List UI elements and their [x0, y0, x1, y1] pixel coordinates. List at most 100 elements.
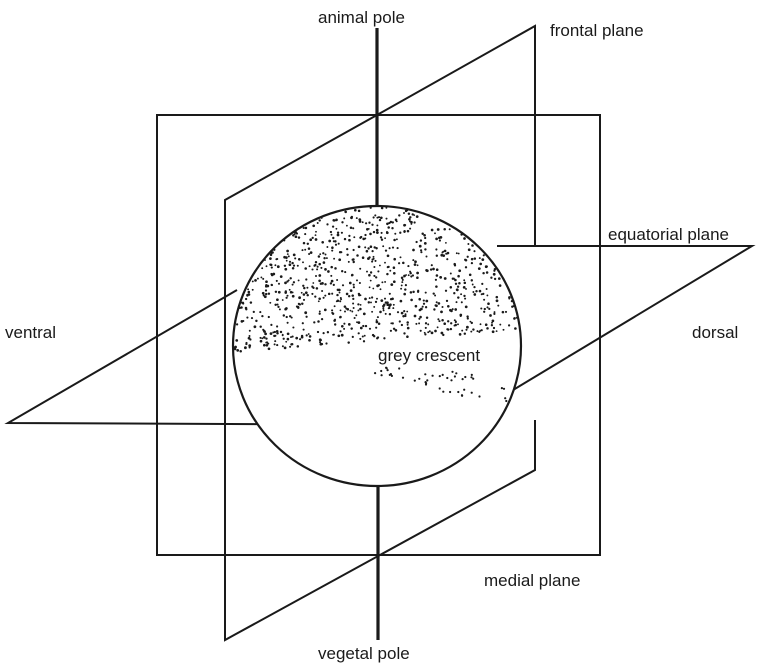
stipple-dot	[297, 265, 299, 267]
stipple-dot	[415, 241, 417, 243]
stipple-dot	[289, 263, 292, 266]
stipple-dot	[248, 291, 251, 294]
stipple-dot	[245, 307, 248, 310]
stipple-dot	[303, 299, 305, 301]
stipple-dot	[490, 277, 492, 279]
stipple-dot	[306, 294, 308, 296]
stipple-dot	[259, 311, 261, 313]
stipple-dot	[483, 311, 485, 313]
stipple-dot	[354, 317, 356, 319]
stipple-dot	[415, 305, 418, 308]
stipple-dot	[492, 330, 495, 333]
stipple-dot	[282, 334, 284, 336]
stipple-dot	[344, 238, 346, 240]
stipple-dot	[372, 250, 374, 252]
stipple-dot	[325, 254, 327, 256]
stipple-dot	[332, 313, 334, 315]
grey-crescent-dot	[439, 375, 441, 377]
stipple-dot	[401, 277, 404, 280]
stipple-dot	[437, 228, 440, 231]
stipple-dot	[352, 302, 354, 304]
stipple-dot	[285, 341, 287, 343]
stipple-dot	[247, 288, 249, 290]
stipple-dot	[303, 242, 306, 245]
grey-crescent-dot	[432, 375, 434, 377]
stipple-dot	[334, 220, 336, 222]
stipple-dot	[440, 254, 443, 257]
stipple-dot	[494, 268, 496, 270]
stipple-dot	[286, 260, 288, 262]
stipple-dot	[260, 276, 262, 278]
stipple-dot	[438, 302, 441, 305]
stipple-dot	[351, 294, 354, 297]
stipple-dot	[324, 309, 327, 312]
stipple-dot	[381, 232, 383, 234]
stipple-dot	[469, 274, 472, 277]
stipple-dot	[255, 320, 257, 322]
stipple-dot	[483, 299, 485, 301]
stipple-dot	[371, 311, 373, 313]
stipple-dot	[305, 227, 308, 230]
stipple-dot	[434, 232, 436, 234]
stipple-dot	[346, 225, 348, 227]
stipple-dot	[454, 325, 456, 327]
stipple-dot	[307, 243, 309, 245]
stipple-dot	[419, 309, 422, 312]
stipple-dot	[347, 341, 349, 343]
stipple-dot	[406, 335, 409, 338]
stipple-dot	[383, 337, 385, 339]
stipple-dot	[474, 257, 477, 260]
stipple-dot	[441, 319, 444, 322]
stipple-dot	[330, 231, 332, 233]
stipple-dot	[375, 276, 377, 278]
stipple-dot	[261, 267, 263, 269]
stipple-dot	[407, 265, 409, 267]
stipple-dot	[358, 321, 361, 324]
stipple-dot	[274, 340, 276, 342]
stipple-dot	[346, 248, 348, 250]
stipple-dot	[395, 329, 398, 332]
stipple-dot	[347, 308, 350, 311]
stipple-dot	[262, 292, 265, 295]
stipple-dot	[303, 287, 305, 289]
stipple-dot	[385, 249, 387, 251]
grey-crescent-dot	[501, 387, 503, 389]
stipple-dot	[443, 322, 446, 325]
stipple-dot	[426, 269, 429, 272]
stipple-dot	[269, 257, 272, 260]
stipple-dot	[449, 309, 452, 312]
stipple-dot	[380, 236, 382, 238]
stipple-dot	[245, 298, 247, 300]
stipple-dot	[427, 323, 429, 325]
stipple-dot	[376, 231, 379, 234]
stipple-dot	[396, 238, 398, 240]
stipple-dot	[403, 293, 406, 296]
stipple-dot	[359, 338, 361, 340]
stipple-dot	[454, 264, 456, 266]
stipple-dot	[287, 332, 290, 335]
stipple-dot	[473, 286, 475, 288]
stipple-dot	[351, 216, 353, 218]
stipple-dot	[344, 311, 346, 313]
stipple-dot	[319, 341, 321, 343]
stipple-dot	[283, 314, 285, 316]
stipple-dot	[352, 298, 354, 300]
stipple-dot	[287, 322, 289, 324]
stipple-dot	[285, 297, 287, 299]
stipple-dot	[416, 272, 419, 275]
stipple-dot	[376, 321, 379, 324]
stipple-dot	[321, 290, 323, 292]
stipple-dot	[389, 313, 391, 315]
stipple-dot	[375, 301, 377, 303]
stipple-dot	[424, 237, 426, 239]
stipple-dot	[334, 319, 336, 321]
stipple-dot	[271, 252, 273, 254]
stipple-dot	[306, 287, 308, 289]
stipple-dot	[489, 314, 492, 317]
stipple-dot	[279, 308, 281, 310]
stipple-dot	[365, 325, 367, 327]
stipple-dot	[328, 240, 331, 243]
stipple-dot	[289, 346, 291, 348]
grey-crescent-dot	[450, 379, 452, 381]
stipple-dot	[254, 279, 257, 282]
